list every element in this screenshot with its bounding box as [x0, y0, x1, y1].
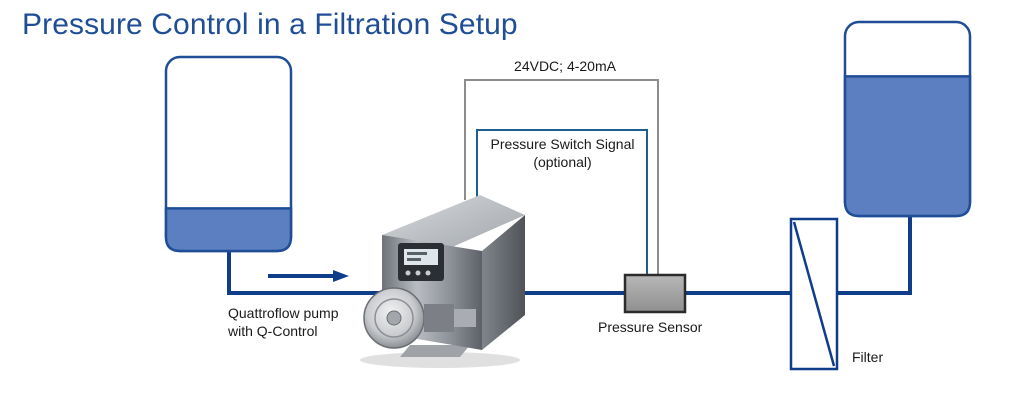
power-signal-label: 24VDC; 4-20mA [514, 58, 616, 74]
source-tank [164, 55, 293, 253]
pump-head [363, 287, 476, 349]
quattroflow-pump [360, 195, 525, 368]
filter [789, 217, 839, 371]
pump-display-panel [398, 243, 444, 281]
pressure-sensor-label: Pressure Sensor [598, 319, 703, 335]
power-signal-wire [464, 79, 659, 276]
pressure-sensor [623, 273, 687, 314]
receiving-tank [843, 20, 972, 218]
switch-signal-wire [476, 129, 648, 276]
pump-control-label: with Q-Control [228, 323, 318, 339]
flow-direction-arrow [268, 270, 349, 282]
pump-label: Quattroflow pump [228, 305, 339, 321]
switch-signal-label: Pressure Switch Signal [490, 136, 635, 152]
page-title: Pressure Control in a Filtration Setup [22, 8, 518, 41]
switch-signal-optional-label: (optional) [533, 154, 592, 170]
filter-label: Filter [852, 349, 884, 365]
